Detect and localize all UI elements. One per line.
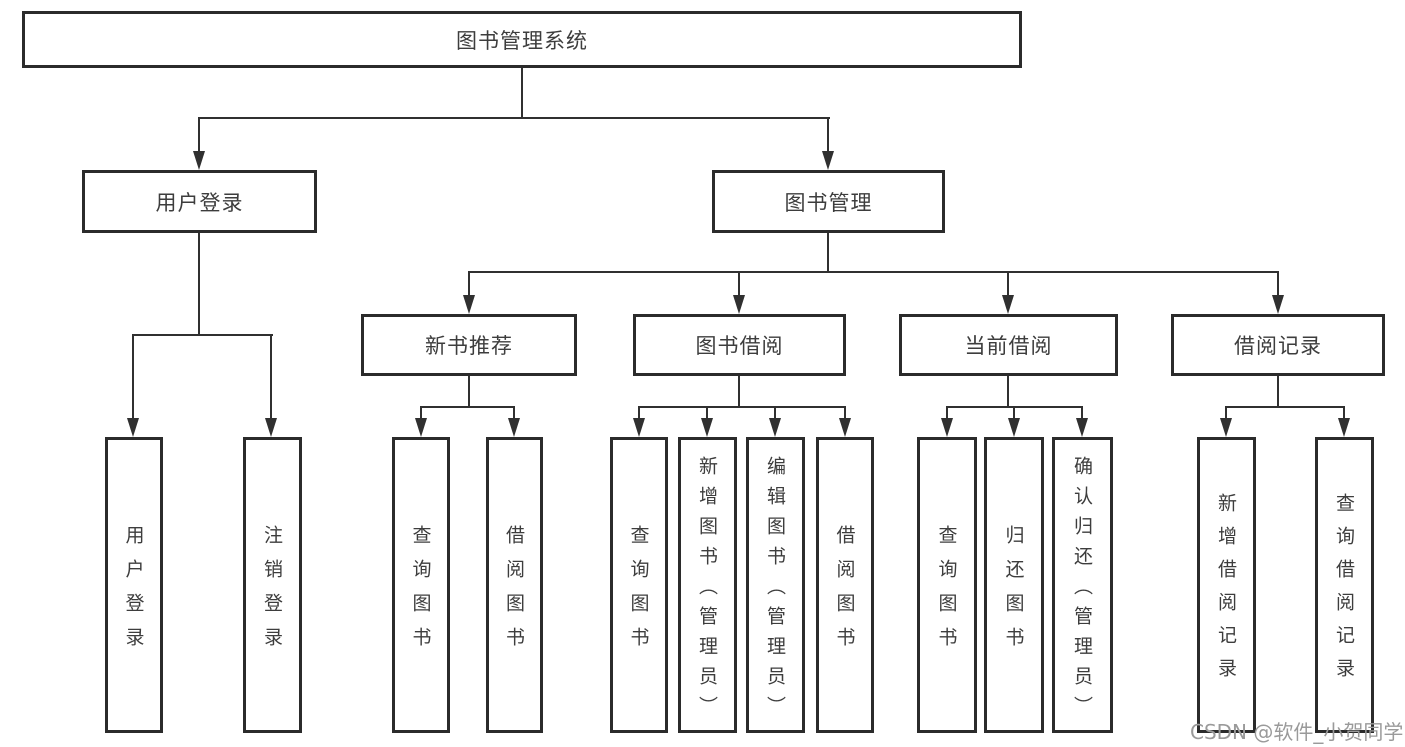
leaf-query-borrow-record: 查询借阅记录 xyxy=(1315,437,1374,733)
leaf-user-login-label: 用户登录 xyxy=(122,524,145,661)
leaf-query-book-a-label: 查询图书 xyxy=(409,524,432,661)
edge-drop-borrow-book-a xyxy=(513,406,515,420)
arrowhead-add-book xyxy=(701,418,713,437)
edge-drop-borrow-book-b xyxy=(844,406,846,420)
arrowhead-query-borrow-record xyxy=(1338,418,1350,437)
leaf-borrow-book-a-label: 借阅图书 xyxy=(503,524,525,661)
arrowhead-leaf-user-login xyxy=(127,418,139,437)
node-book-borrow: 图书借阅 xyxy=(633,314,846,376)
csdn-watermark: CSDN @软件_小贺同学 xyxy=(1190,720,1404,744)
edge-drop-add-book xyxy=(706,406,708,420)
leaf-add-borrow-record-label: 新增借阅记录 xyxy=(1215,493,1237,691)
leaf-confirm-return-admin-label: 确认归还（管理员） xyxy=(1071,455,1093,726)
arrowhead-book-borrow xyxy=(733,295,745,314)
leaf-query-book-c-label: 查询图书 xyxy=(935,524,958,661)
arrowhead-borrow-book-b xyxy=(839,418,851,437)
leaf-query-book-b: 查询图书 xyxy=(610,437,668,733)
edge-drop-borrow-record xyxy=(1277,271,1279,298)
leaf-borrow-book-b: 借阅图书 xyxy=(816,437,874,733)
edge-level2-bus xyxy=(198,117,830,119)
node-book-management: 图书管理 xyxy=(712,170,945,233)
edge-drop-leaf-user-login xyxy=(132,334,134,420)
edge-user-login-bus xyxy=(132,334,273,336)
arrowhead-borrow-book-a xyxy=(508,418,520,437)
edge-borrow-record-stem xyxy=(1277,376,1279,408)
leaf-borrow-book-a: 借阅图书 xyxy=(486,437,543,733)
edge-book-borrow-stem xyxy=(738,376,740,408)
edge-level3-bus xyxy=(468,271,1279,273)
arrowhead-query-book-a xyxy=(415,418,427,437)
edge-borrow-record-bus xyxy=(1225,406,1345,408)
edge-drop-confirm-return xyxy=(1081,406,1083,420)
node-borrow-record: 借阅记录 xyxy=(1171,314,1385,376)
edge-current-borrow-stem xyxy=(1007,376,1009,408)
leaf-query-book-a: 查询图书 xyxy=(392,437,450,733)
edge-book-borrow-bus xyxy=(638,406,846,408)
arrowhead-query-book-b xyxy=(633,418,645,437)
arrowhead-add-borrow-record xyxy=(1220,418,1232,437)
arrowhead-return-book xyxy=(1008,418,1020,437)
leaf-confirm-return-admin: 确认归还（管理员） xyxy=(1052,437,1113,733)
edge-drop-query-borrow-record xyxy=(1343,406,1345,420)
leaf-logout-label: 注销登录 xyxy=(261,524,283,661)
leaf-add-borrow-record: 新增借阅记录 xyxy=(1197,437,1256,733)
edge-drop-user-login xyxy=(198,117,200,153)
leaf-query-borrow-record-label: 查询借阅记录 xyxy=(1333,493,1355,691)
arrowhead-query-book-c xyxy=(941,418,953,437)
edge-drop-edit-book xyxy=(774,406,776,420)
arrowhead-leaf-logout xyxy=(265,418,277,437)
arrowhead-book-management xyxy=(822,151,834,170)
leaf-query-book-b-label: 查询图书 xyxy=(627,524,650,661)
node-user-login: 用户登录 xyxy=(82,170,317,233)
edge-drop-query-book-a xyxy=(420,406,422,420)
leaf-borrow-book-b-label: 借阅图书 xyxy=(833,524,856,661)
edge-drop-new-book xyxy=(468,271,470,298)
edge-book-management-stem xyxy=(827,233,829,273)
arrowhead-current-borrow xyxy=(1002,295,1014,314)
edge-drop-current-borrow xyxy=(1007,271,1009,298)
arrowhead-new-book xyxy=(463,295,475,314)
leaf-add-book-admin: 新增图书（管理员） xyxy=(678,437,737,733)
edge-drop-query-book-c xyxy=(946,406,948,420)
arrowhead-confirm-return xyxy=(1076,418,1088,437)
edge-new-book-bus xyxy=(420,406,515,408)
node-root: 图书管理系统 xyxy=(22,11,1022,68)
arrowhead-borrow-record xyxy=(1272,295,1284,314)
leaf-add-book-admin-label: 新增图书（管理员） xyxy=(696,455,718,726)
node-current-borrow: 当前借阅 xyxy=(899,314,1118,376)
leaf-logout: 注销登录 xyxy=(243,437,302,733)
node-new-book-recommend: 新书推荐 xyxy=(361,314,577,376)
leaf-return-book-label: 归还图书 xyxy=(1002,524,1025,661)
arrowhead-user-login xyxy=(193,151,205,170)
edge-drop-book-borrow xyxy=(738,271,740,298)
leaf-edit-book-admin: 编辑图书（管理员） xyxy=(746,437,805,733)
leaf-query-book-c: 查询图书 xyxy=(917,437,977,733)
leaf-user-login: 用户登录 xyxy=(105,437,163,733)
edge-root-stem xyxy=(521,68,523,118)
arrowhead-edit-book xyxy=(769,418,781,437)
edge-drop-leaf-logout xyxy=(270,334,272,420)
edge-drop-add-borrow-record xyxy=(1225,406,1227,420)
edge-new-book-stem xyxy=(468,376,470,408)
edge-user-login-stem xyxy=(198,233,200,335)
edge-drop-query-book-b xyxy=(638,406,640,420)
leaf-edit-book-admin-label: 编辑图书（管理员） xyxy=(764,455,786,726)
edge-drop-book-management xyxy=(827,117,829,153)
leaf-return-book: 归还图书 xyxy=(984,437,1044,733)
edge-drop-return-book xyxy=(1013,406,1015,420)
